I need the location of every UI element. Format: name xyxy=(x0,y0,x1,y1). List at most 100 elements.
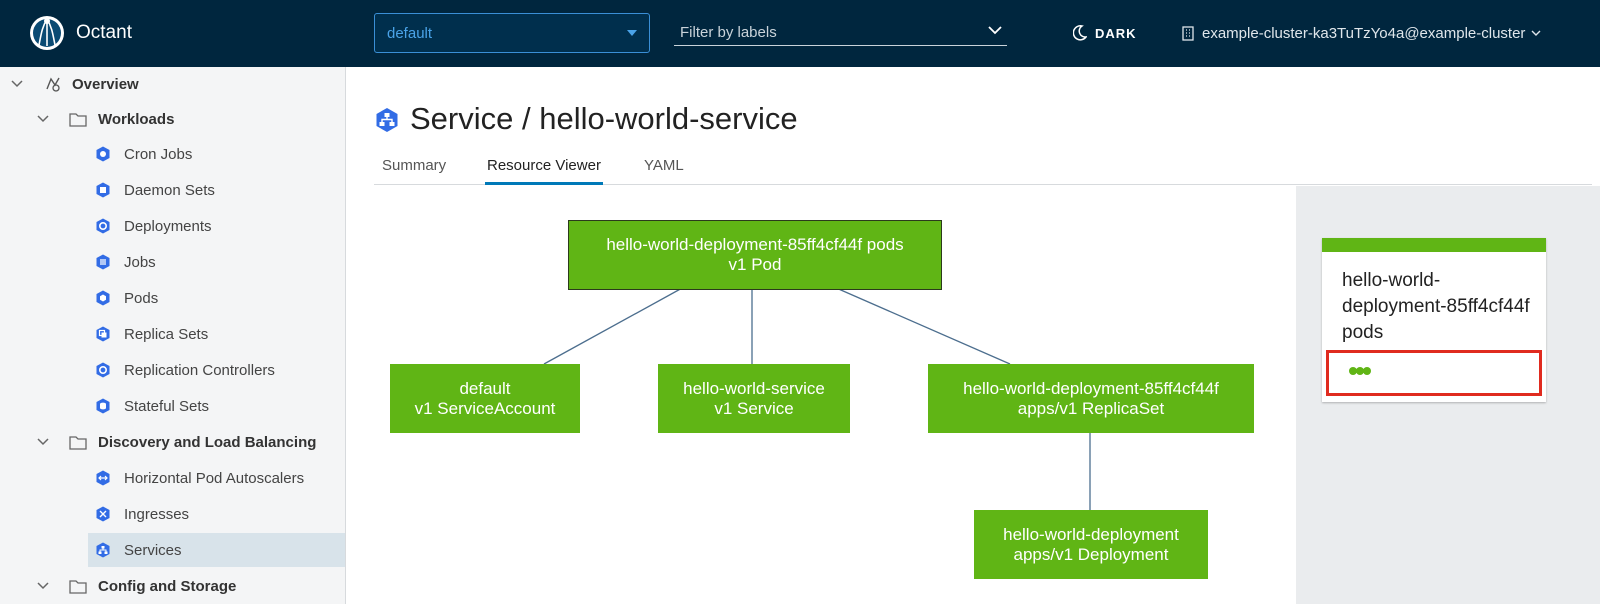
service-icon xyxy=(96,542,110,558)
node-name: default xyxy=(459,378,511,398)
theme-toggle-button[interactable]: DARK xyxy=(1073,22,1137,44)
sidebar-item-services[interactable]: Services xyxy=(88,533,345,567)
selected-resource-card[interactable]: hello-world-deployment-85ff4cf44f pods xyxy=(1322,238,1546,402)
ingress-icon xyxy=(96,506,110,522)
sidebar-item-overview[interactable]: Overview xyxy=(0,67,345,101)
chevron-down-icon[interactable] xyxy=(36,114,50,124)
node-kind: v1 Service xyxy=(714,398,794,418)
top-bar: Octant default DARK example-cluster-ka3T… xyxy=(0,0,1600,67)
edge-pod-serviceaccount xyxy=(543,286,685,365)
theme-toggle-label: DARK xyxy=(1095,25,1137,41)
sidebar-section-config-storage[interactable]: Config and Storage xyxy=(0,569,345,603)
node-name: hello-world-deployment-85ff4cf44f pods xyxy=(606,235,904,254)
sidebar: Overview Workloads Cron Jobs Daemon Sets… xyxy=(0,67,346,604)
sidebar-item-label: Ingresses xyxy=(124,505,190,523)
sidebar-item-cron-jobs[interactable]: Cron Jobs xyxy=(0,137,345,171)
replication-controller-icon xyxy=(96,362,110,378)
sidebar-section-workloads[interactable]: Workloads xyxy=(0,102,345,136)
pod-status-dot[interactable] xyxy=(1363,367,1371,375)
label-filter-input[interactable] xyxy=(680,22,970,42)
sidebar-item-label: Deployments xyxy=(124,217,212,235)
sidebar-item-deployments[interactable]: Deployments xyxy=(0,209,345,243)
sidebar-item-ingresses[interactable]: Ingresses xyxy=(0,497,345,531)
edge-pod-replicaset xyxy=(833,286,1011,365)
caret-down-icon xyxy=(627,30,637,36)
pod-icon xyxy=(96,290,110,306)
sidebar-item-label: Pods xyxy=(124,289,159,307)
node-name: hello-world-service xyxy=(683,378,825,398)
sidebar-item-label: Replication Controllers xyxy=(124,361,275,379)
moon-icon xyxy=(1073,25,1087,41)
tab-yaml[interactable]: YAML xyxy=(644,157,684,174)
sidebar-item-label: Config and Storage xyxy=(98,577,237,595)
tab-bar: Summary Resource Viewer YAML xyxy=(374,147,1592,185)
node-kind: apps/v1 ReplicaSet xyxy=(1017,398,1165,418)
sidebar-item-label: Jobs xyxy=(124,253,156,271)
chevron-down-icon[interactable] xyxy=(10,79,24,89)
sidebar-item-replication-controllers[interactable]: Replication Controllers xyxy=(0,353,345,387)
namespace-select[interactable]: default xyxy=(374,13,650,53)
building-icon xyxy=(1182,26,1194,41)
resource-detail-pane: hello-world-deployment-85ff4cf44f pods xyxy=(1296,186,1600,604)
folder-icon xyxy=(69,436,87,450)
sidebar-item-hpa[interactable]: Horizontal Pod Autoscalers xyxy=(0,461,345,495)
deployment-icon xyxy=(96,218,110,234)
octant-logo-icon[interactable] xyxy=(28,13,66,53)
pod-status-highlight[interactable] xyxy=(1326,350,1542,396)
tab-summary[interactable]: Summary xyxy=(382,157,447,174)
tab-resource-viewer[interactable]: Resource Viewer xyxy=(485,157,603,185)
node-name: hello-world-deployment-85ff4cf44f xyxy=(963,378,1219,398)
sidebar-item-label: Cron Jobs xyxy=(124,145,193,163)
page-title: Service / hello-world-service xyxy=(410,101,798,136)
graph-node-serviceaccount[interactable]: default v1 ServiceAccount xyxy=(390,364,580,433)
node-kind: apps/v1 Deployment xyxy=(1013,544,1169,564)
graph-edges xyxy=(543,286,1091,510)
graph-node-replicaset[interactable]: hello-world-deployment-85ff4cf44f apps/v… xyxy=(928,364,1254,433)
job-icon xyxy=(96,254,110,270)
chevron-down-icon[interactable] xyxy=(987,23,1003,37)
cronjob-icon xyxy=(96,146,110,162)
sidebar-item-label: Discovery and Load Balancing xyxy=(98,433,317,451)
resource-graph[interactable]: hello-world-deployment-85ff4cf44f pods v… xyxy=(374,186,1296,604)
chevron-down-icon[interactable] xyxy=(36,581,50,591)
hpa-icon xyxy=(96,470,110,486)
status-bar xyxy=(1322,238,1546,252)
context-name: example-cluster-ka3TuTzYo4a@example-clus… xyxy=(1202,24,1526,42)
sidebar-item-stateful-sets[interactable]: Stateful Sets xyxy=(0,389,345,423)
overview-icon xyxy=(46,77,60,92)
sidebar-section-discovery[interactable]: Discovery and Load Balancing xyxy=(0,425,345,459)
folder-icon xyxy=(69,580,87,594)
sidebar-item-pods[interactable]: Pods xyxy=(0,281,345,315)
graph-node-deployment[interactable]: hello-world-deployment apps/v1 Deploymen… xyxy=(974,510,1208,579)
main-content: Service / hello-world-service Summary Re… xyxy=(346,67,1600,604)
sidebar-item-label: Workloads xyxy=(98,110,175,128)
replicaset-icon xyxy=(96,326,110,342)
node-name: hello-world-deployment xyxy=(1003,524,1179,544)
pod-status-dot[interactable] xyxy=(1349,367,1357,375)
sidebar-item-label: Services xyxy=(124,541,182,559)
sidebar-item-label: Replica Sets xyxy=(124,325,209,343)
namespace-value: default xyxy=(387,25,433,42)
daemonset-icon xyxy=(96,182,110,198)
sidebar-item-replica-sets[interactable]: Replica Sets xyxy=(0,317,345,351)
sidebar-item-label: Daemon Sets xyxy=(124,181,215,199)
folder-icon xyxy=(69,113,87,127)
label-filter[interactable] xyxy=(674,20,1007,46)
pod-status-dot[interactable] xyxy=(1356,367,1364,375)
card-title: hello-world-deployment-85ff4cf44f pods xyxy=(1342,270,1530,343)
sidebar-item-label: Horizontal Pod Autoscalers xyxy=(124,469,305,487)
sidebar-item-label: Overview xyxy=(72,75,139,93)
chevron-down-icon[interactable] xyxy=(36,437,50,447)
graph-node-service[interactable]: hello-world-service v1 Service xyxy=(658,364,850,433)
service-icon xyxy=(376,108,398,132)
sidebar-item-label: Stateful Sets xyxy=(124,397,210,415)
app-brand: Octant xyxy=(76,22,132,43)
node-kind: v1 ServiceAccount xyxy=(414,398,556,418)
sidebar-item-jobs[interactable]: Jobs xyxy=(0,245,345,279)
graph-node-pod[interactable]: hello-world-deployment-85ff4cf44f pods v… xyxy=(568,220,942,290)
context-selector[interactable]: example-cluster-ka3TuTzYo4a@example-clus… xyxy=(1180,22,1541,44)
chevron-down-icon xyxy=(1531,30,1541,36)
statefulset-icon xyxy=(96,398,110,414)
sidebar-item-daemon-sets[interactable]: Daemon Sets xyxy=(0,173,345,207)
node-kind: v1 Pod xyxy=(728,255,782,274)
